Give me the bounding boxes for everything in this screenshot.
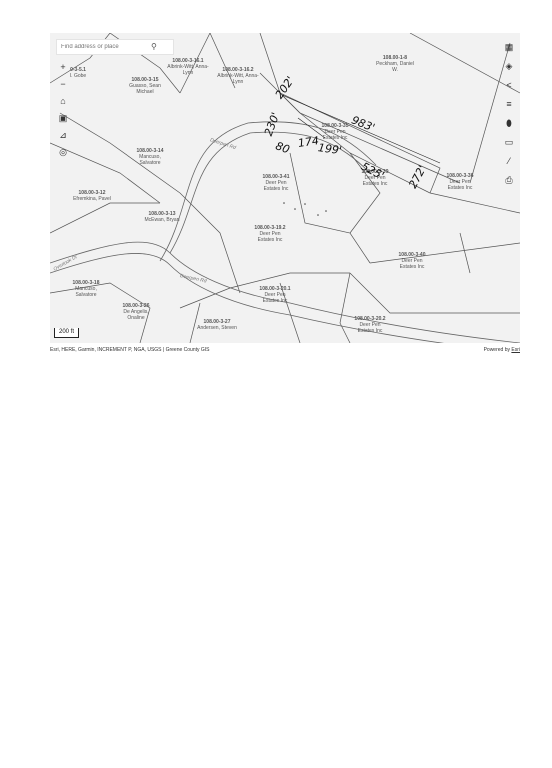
search-icon[interactable]: ⚲ bbox=[151, 42, 157, 51]
parcel-label[interactable]: 108.00-1-8 Peckham, Daniel W. bbox=[376, 55, 414, 73]
home-icon[interactable]: ⌂ bbox=[60, 95, 66, 106]
marker-icon[interactable]: ⬮ bbox=[506, 117, 512, 128]
parcel-label[interactable]: 108.00-3-12 Efremkina, Pavel bbox=[73, 190, 111, 202]
basemap-gallery-icon[interactable]: ▦ bbox=[504, 41, 514, 52]
layers-icon[interactable]: ◈ bbox=[505, 60, 513, 71]
parcel-label[interactable]: 0-3-5.1 I. Gobe bbox=[69, 67, 87, 79]
attribution-bar: Esri, HERE, Garmin, INCREMENT P, NGA, US… bbox=[50, 345, 520, 355]
parcel-label[interactable]: 108.00-3-40 Deer Pen Estates Inc bbox=[398, 252, 426, 270]
parcel-label[interactable]: 108.00-3-16.1 Albrink-Witt, Anna-Lynn bbox=[167, 58, 209, 76]
parcel-label[interactable]: 108.00-3-20.1 Deer Pen Estates Inc bbox=[259, 286, 291, 304]
parcel-label[interactable]: 108.00-3-16.2 Albrink-Witt, Anna-Lynn bbox=[217, 67, 259, 85]
measure-icon[interactable]: ⁄ bbox=[508, 155, 510, 166]
parcel-label[interactable]: 108.00-3-20.2 Deer Pen Estates Inc bbox=[354, 316, 386, 334]
chart-icon[interactable]: ⊿ bbox=[59, 129, 67, 140]
map-view[interactable]: 0-3-5.1 I. Gobe 108.00-3-15 Guasso, Sean… bbox=[50, 33, 520, 343]
share-icon[interactable]: < bbox=[506, 79, 512, 90]
parcel-label[interactable]: 108.00-3-19.2 Deer Pen Estates Inc bbox=[254, 225, 286, 243]
image-icon[interactable]: ▣ bbox=[58, 112, 68, 123]
bookmark-icon[interactable]: ▭ bbox=[504, 136, 514, 147]
esri-link[interactable]: Esri bbox=[511, 347, 520, 353]
powered-by: Powered by Esri bbox=[483, 347, 520, 353]
left-toolbar: + − ⌂ ▣ ⊿ ◎ bbox=[56, 61, 70, 158]
zoom-out-icon[interactable]: − bbox=[60, 78, 66, 89]
parcel-label[interactable]: 108.00-3-27 Andersen, Steven bbox=[197, 319, 237, 331]
parcel-label[interactable]: 108.00-3-26 De Angelis, Onaline bbox=[122, 303, 150, 321]
parcel-label[interactable]: 108.00-3-14 Mancuso, Salvatore bbox=[136, 148, 164, 166]
parcel-label[interactable]: 108.00-3-39 Deer Pen Estates Inc bbox=[361, 169, 389, 187]
right-toolbar: ▦ ◈ < ≡ ⬮ ▭ ⁄ ⎙ bbox=[502, 41, 516, 186]
locate-icon[interactable]: ◎ bbox=[59, 146, 67, 157]
scale-bar: 200 ft bbox=[54, 328, 80, 338]
print-icon[interactable]: ⎙ bbox=[505, 174, 513, 185]
parcel-lines bbox=[50, 33, 520, 343]
search-input[interactable] bbox=[61, 44, 151, 50]
legend-icon[interactable]: ≡ bbox=[506, 98, 512, 109]
search-box[interactable]: ⚲ bbox=[56, 39, 174, 55]
parcel-label[interactable]: 108.00-3-36 Deer Pen Estates Inc bbox=[446, 173, 474, 191]
zoom-in-icon[interactable]: + bbox=[60, 61, 66, 72]
parcel-label[interactable]: 108.00-3-41 Deer Pen Estates Inc bbox=[262, 174, 290, 192]
attribution-text: Esri, HERE, Garmin, INCREMENT P, NGA, US… bbox=[50, 347, 210, 353]
parcel-label[interactable]: 108.00-3-35 Deer Pen Estates Inc bbox=[321, 123, 349, 141]
parcel-label[interactable]: 108.00-3-13 McEwan, Bryan bbox=[144, 211, 180, 223]
parcel-label[interactable]: 108.00-3-18 Mancuso, Salvatore bbox=[72, 280, 100, 298]
parcel-label[interactable]: 108.00-3-15 Guasso, Sean Michael bbox=[129, 77, 161, 95]
